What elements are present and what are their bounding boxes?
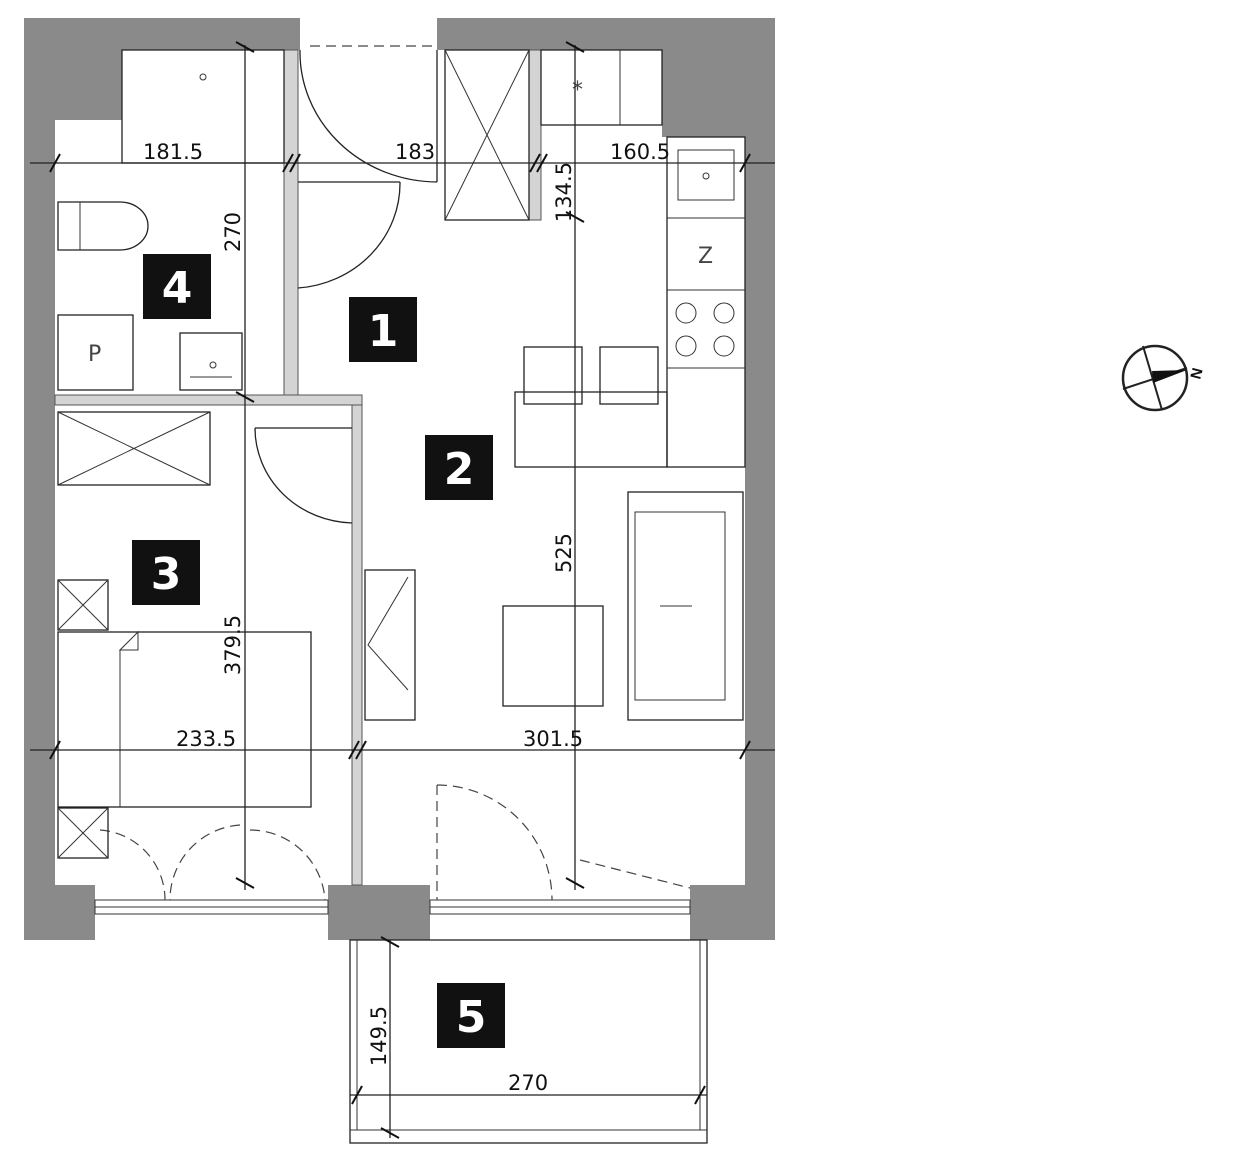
- nightstand: [57, 579, 109, 631]
- washer: [57, 314, 134, 391]
- dim-balcony-depth: 149.5: [367, 1006, 391, 1066]
- dimension-lines: [30, 41, 775, 1139]
- balcony-outline: [349, 939, 708, 1144]
- dim-kitchen-width: 160.5: [610, 140, 670, 164]
- dim-room2-width: 301.5: [523, 727, 583, 751]
- exterior-walls: [24, 18, 775, 940]
- compass-north-label: N: [1187, 366, 1206, 381]
- dim-hall-width: 183: [395, 140, 435, 164]
- bathroom-sink: [179, 332, 243, 391]
- room-label-1: 1: [349, 297, 417, 362]
- dim-room4-depth: 270: [221, 212, 245, 252]
- bar-stool: [599, 346, 659, 405]
- fridge-label: Z: [698, 244, 713, 269]
- room-label-4: 4: [143, 254, 211, 319]
- svg-text:2: 2: [444, 444, 475, 495]
- toilet: [57, 201, 149, 251]
- svg-text:*: *: [572, 78, 583, 103]
- dim-balcony-width: 270: [508, 1071, 548, 1095]
- room-label-5: 5: [437, 983, 505, 1048]
- doors: [99, 49, 691, 901]
- svg-text:1: 1: [368, 306, 399, 357]
- kitchen-island: [514, 391, 668, 468]
- kitchen-counter: [666, 136, 746, 468]
- svg-text:5: 5: [456, 992, 487, 1043]
- dim-room3-width: 233.5: [176, 727, 236, 751]
- washer-label: P: [88, 342, 101, 367]
- room-label-3: 3: [132, 540, 200, 605]
- tv-cabinet: [364, 569, 416, 721]
- dim-hall-depth: 134.5: [552, 162, 576, 222]
- dim-room2-depth: 525: [552, 533, 576, 573]
- wardrobe-hall: [444, 49, 530, 221]
- dim-room4-width: 181.5: [143, 140, 203, 164]
- furniture: *: [57, 49, 746, 859]
- nightstand: [57, 807, 109, 859]
- coffee-table: [502, 605, 604, 707]
- interior-walls: [54, 49, 542, 886]
- svg-text:4: 4: [162, 263, 193, 314]
- windows: [94, 45, 691, 915]
- bed: [57, 631, 312, 808]
- dim-room3-depth: 379.5: [221, 615, 245, 675]
- wardrobe-bedroom: [57, 411, 211, 486]
- kitchen-sink: [677, 149, 735, 201]
- sofa: [627, 491, 744, 721]
- compass-icon: N: [1121, 344, 1207, 412]
- room-label-2: 2: [425, 435, 493, 500]
- bar-stool: [523, 346, 583, 405]
- svg-text:3: 3: [151, 549, 182, 600]
